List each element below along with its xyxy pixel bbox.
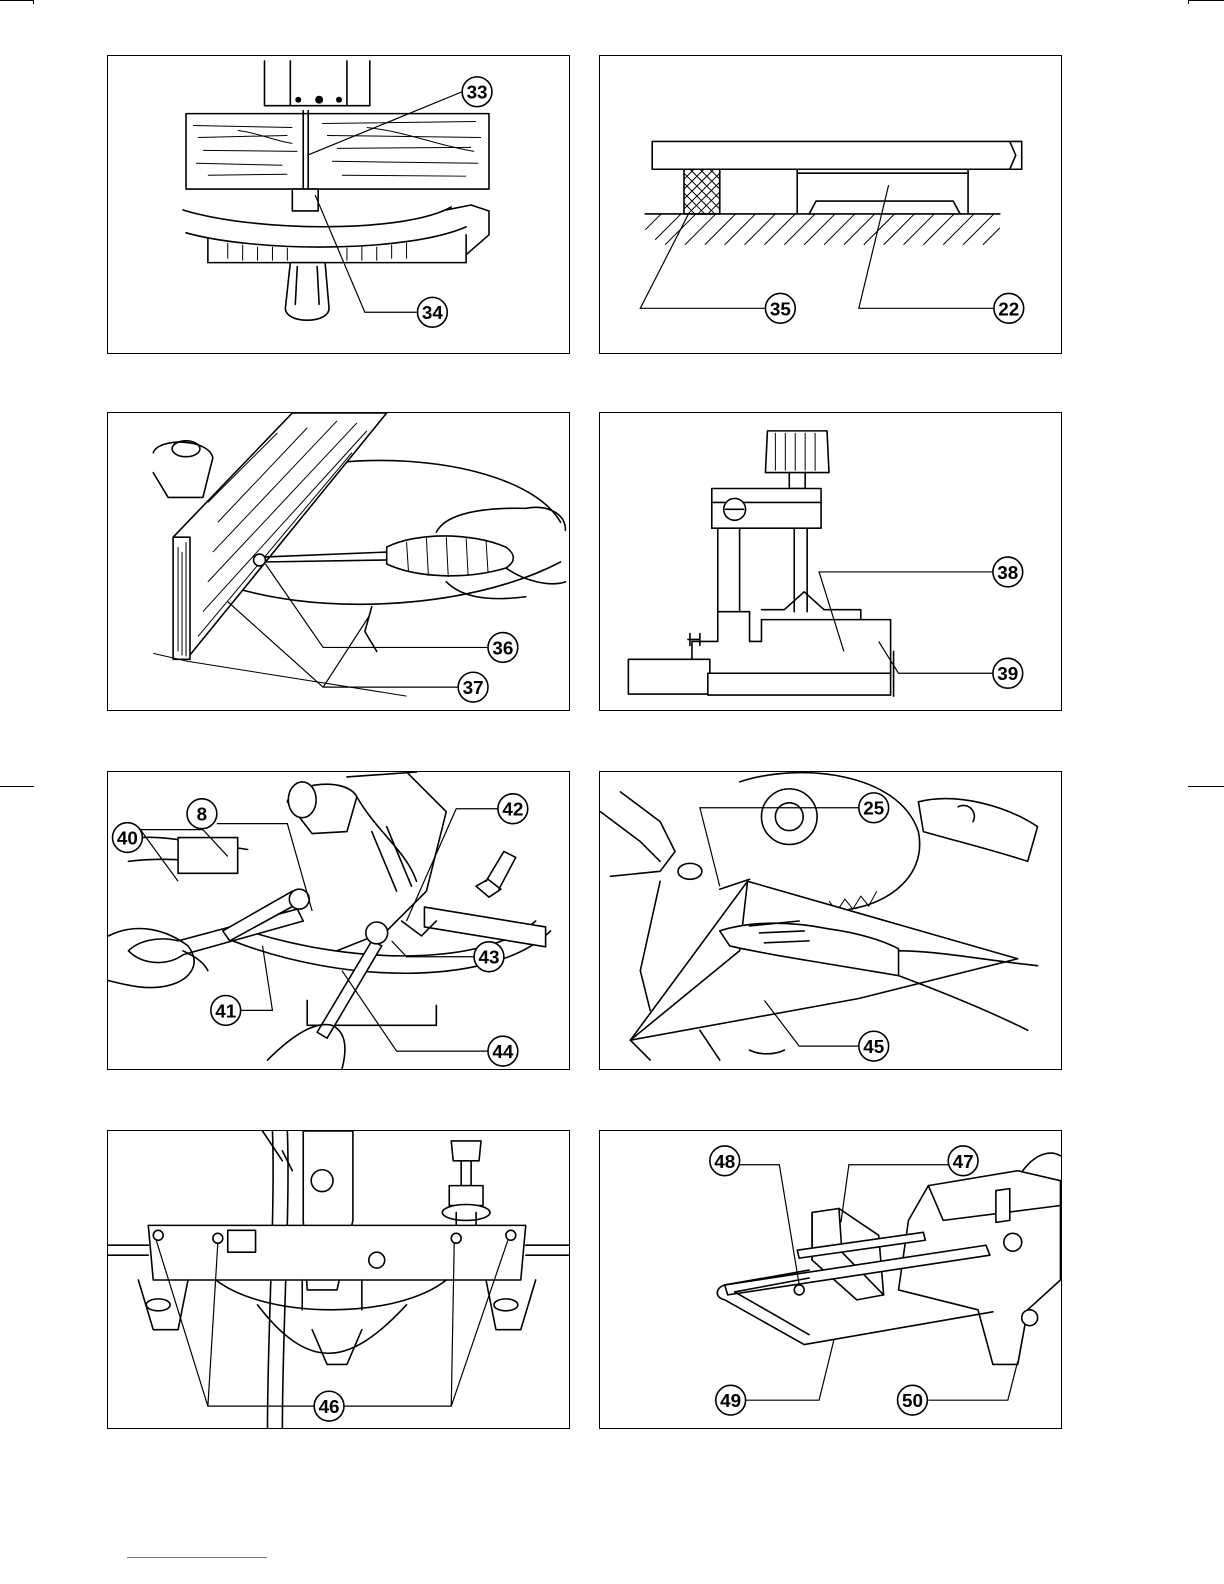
svg-text:43: 43: [478, 947, 499, 968]
callout-8: 8: [187, 799, 217, 829]
svg-text:8: 8: [197, 804, 208, 825]
svg-text:22: 22: [998, 298, 1019, 319]
figure-e-callouts: 8 42 40 43 41 44: [108, 772, 569, 1069]
callout-42: 42: [498, 794, 528, 824]
callout-43: 43: [474, 942, 504, 972]
figure-panel-e: 8 42 40 43 41 44: [107, 771, 570, 1070]
svg-text:48: 48: [714, 1151, 735, 1172]
figure-c-callouts: 36 37: [108, 413, 569, 710]
figure-d-callouts: 38 39: [600, 413, 1061, 710]
callout-41: 41: [211, 995, 241, 1025]
callout-34: 34: [417, 297, 447, 327]
svg-text:42: 42: [502, 799, 523, 820]
callout-40: 40: [113, 823, 143, 853]
svg-text:34: 34: [422, 302, 443, 323]
callout-25: 25: [859, 793, 889, 823]
crop-mark-mid-left: [0, 786, 34, 787]
callout-46: 46: [314, 1391, 344, 1421]
figure-panel-h: 48 47 49 50: [599, 1130, 1062, 1429]
crop-mark-top-right-v: [1188, 0, 1189, 4]
figure-b-callouts: 35 22: [600, 56, 1061, 353]
svg-text:25: 25: [863, 798, 884, 819]
callout-37: 37: [458, 672, 488, 702]
callout-49: 49: [716, 1385, 746, 1415]
svg-text:45: 45: [863, 1036, 884, 1057]
callout-22: 22: [994, 293, 1024, 323]
callout-44: 44: [488, 1036, 518, 1066]
svg-text:44: 44: [492, 1041, 513, 1062]
crop-mark-mid-right: [1188, 786, 1224, 787]
svg-text:50: 50: [902, 1390, 923, 1411]
callout-50: 50: [898, 1385, 928, 1415]
callout-38: 38: [993, 557, 1023, 587]
svg-text:40: 40: [117, 828, 138, 849]
figure-panel-a: 33 34: [107, 55, 570, 354]
svg-text:47: 47: [953, 1151, 974, 1172]
svg-text:46: 46: [319, 1396, 340, 1417]
figure-panel-d: 38 39: [599, 412, 1062, 711]
callout-39: 39: [993, 658, 1023, 688]
callout-36: 36: [488, 633, 518, 663]
svg-text:41: 41: [215, 1000, 236, 1021]
footer-rule: [127, 1557, 267, 1558]
callout-35: 35: [765, 293, 795, 323]
figure-panel-b: 35 22: [599, 55, 1062, 354]
callout-47: 47: [948, 1146, 978, 1176]
svg-text:49: 49: [720, 1390, 741, 1411]
svg-text:39: 39: [997, 663, 1018, 684]
svg-text:35: 35: [770, 298, 791, 319]
figure-panel-f: 25 45: [599, 771, 1062, 1070]
svg-text:38: 38: [997, 562, 1018, 583]
callout-33: 33: [462, 77, 492, 107]
figure-a-callouts: 33 34: [108, 56, 569, 353]
callout-45: 45: [859, 1031, 889, 1061]
svg-text:37: 37: [463, 677, 484, 698]
figure-panel-g: 46: [107, 1130, 570, 1429]
svg-text:33: 33: [467, 82, 488, 103]
figure-h-callouts: 48 47 49 50: [600, 1131, 1061, 1428]
svg-text:36: 36: [492, 637, 513, 658]
figure-g-callouts: 46: [108, 1131, 569, 1428]
figure-panel-c: 36 37: [107, 412, 570, 711]
crop-mark-top-left-v: [33, 0, 34, 4]
crop-mark-top-left: [0, 0, 34, 1]
callout-48: 48: [710, 1146, 740, 1176]
crop-mark-top-right: [1188, 0, 1224, 1]
figure-f-callouts: 25 45: [600, 772, 1061, 1069]
